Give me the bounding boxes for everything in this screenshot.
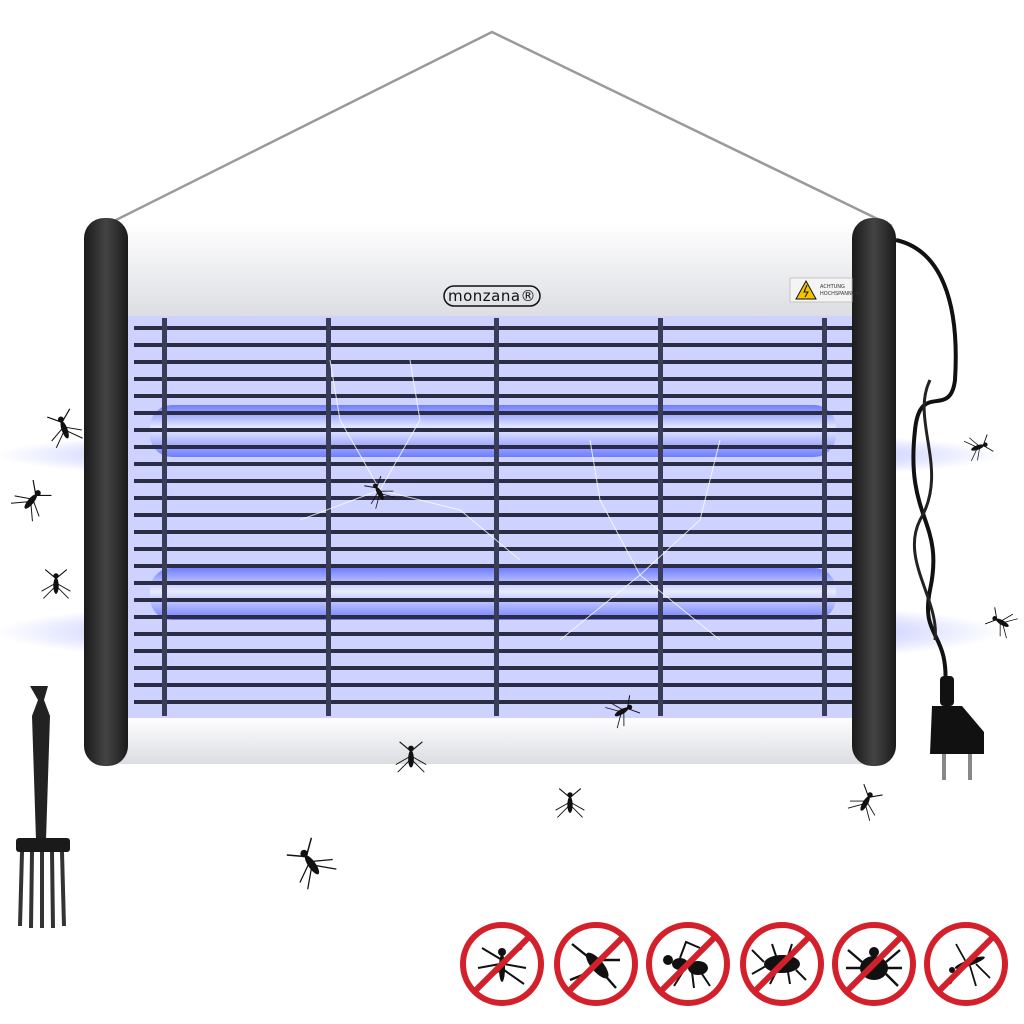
grid-support bbox=[162, 318, 167, 716]
grid-bar bbox=[134, 360, 852, 364]
brand-logo: monzana® bbox=[443, 285, 541, 307]
brand-label: monzana® bbox=[448, 287, 536, 305]
grid-bar bbox=[134, 479, 852, 483]
warning-triangle-icon bbox=[795, 279, 817, 300]
grid-support bbox=[658, 318, 663, 716]
eu-power-plug bbox=[930, 676, 984, 780]
prohibition-slash bbox=[472, 934, 532, 994]
high-voltage-warning-label: ACHTUNG HOCHSPANNUNG bbox=[789, 277, 863, 303]
prohibition-slash bbox=[658, 934, 718, 994]
prohibition-badge-cockroach bbox=[740, 922, 824, 1006]
bottom-panel bbox=[110, 716, 870, 764]
cleaning-brush bbox=[16, 686, 70, 929]
grid-bar bbox=[134, 649, 852, 653]
wasp-icon bbox=[663, 940, 711, 989]
insect-killer-device: monzana® ACHTUNG HOCHSPANNUNG bbox=[84, 218, 896, 766]
prohibition-badge-wasp bbox=[646, 922, 730, 1006]
grid-bar bbox=[134, 598, 852, 602]
grid-bar bbox=[134, 377, 852, 381]
grid-support bbox=[326, 318, 331, 716]
left-end-cap bbox=[84, 218, 128, 766]
prohibition-slash bbox=[844, 934, 904, 994]
grid-bar bbox=[134, 683, 852, 687]
right-end-cap bbox=[852, 218, 896, 766]
grid-bar bbox=[134, 343, 852, 347]
grid-bar bbox=[134, 530, 852, 534]
grid-vertical-bars bbox=[162, 318, 827, 716]
grid-bar bbox=[134, 564, 852, 568]
grid-bar bbox=[134, 547, 852, 551]
mosquito-icon bbox=[845, 781, 887, 823]
grid-bar bbox=[134, 700, 852, 704]
grid-support bbox=[494, 318, 499, 716]
prohibition-badge-gnat bbox=[924, 922, 1008, 1006]
top-panel bbox=[110, 222, 870, 318]
prohibition-slash bbox=[752, 934, 812, 994]
prohibition-slash bbox=[936, 934, 996, 994]
power-cable bbox=[895, 238, 958, 691]
mosquito-icon bbox=[555, 788, 585, 818]
grid-bar bbox=[134, 513, 852, 517]
grid-bar bbox=[134, 581, 852, 585]
grid-bar bbox=[134, 615, 852, 619]
grid-bar bbox=[134, 326, 852, 330]
grid-bar bbox=[134, 462, 852, 466]
grid-bar bbox=[134, 496, 852, 500]
grid-support bbox=[822, 318, 827, 716]
grid-bar bbox=[134, 394, 852, 398]
prohibition-slash bbox=[566, 934, 626, 994]
electric-sparks bbox=[299, 359, 721, 641]
grid-bar bbox=[134, 632, 852, 636]
prohibition-badge-mosquito bbox=[460, 922, 544, 1006]
prohibition-badge-fly bbox=[554, 922, 638, 1006]
grid-bar bbox=[134, 411, 852, 415]
hanging-wire bbox=[103, 30, 893, 228]
prohibition-badge-tick bbox=[832, 922, 916, 1006]
mosquito-icon bbox=[8, 476, 56, 524]
warning-label-line2: HOCHSPANNUNG bbox=[820, 291, 863, 297]
mosquito-icon bbox=[281, 834, 340, 892]
mosquito-icon bbox=[41, 569, 71, 599]
grid-bar bbox=[134, 428, 852, 432]
uv-tube-bottom bbox=[150, 568, 836, 620]
grid-bar bbox=[134, 445, 852, 449]
warning-label-line1: ACHTUNG bbox=[820, 284, 845, 290]
grid-horizontal-bars bbox=[134, 326, 852, 704]
insect-prohibition-badges bbox=[460, 922, 1008, 1006]
grid-bar bbox=[134, 666, 852, 670]
